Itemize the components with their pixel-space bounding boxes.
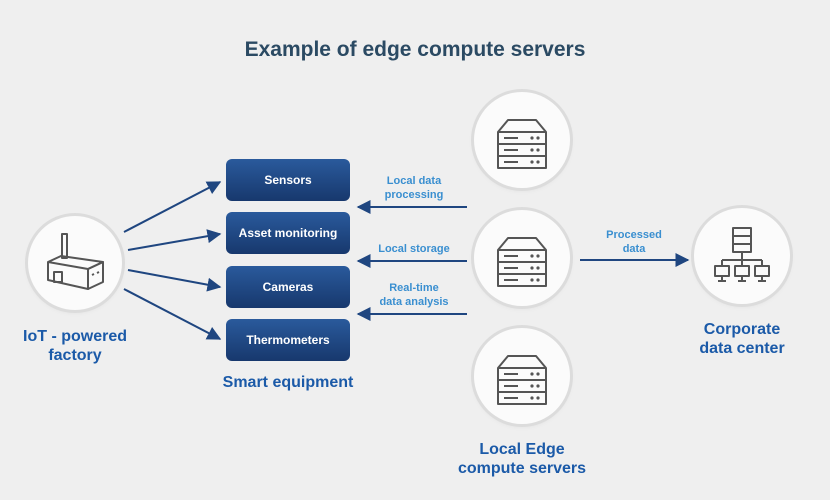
arrow-factory-thermometers	[123, 288, 222, 340]
factory-icon	[47, 233, 104, 290]
arrow-factory-asset	[127, 229, 222, 251]
edge-servers-label-line2: compute servers	[457, 460, 587, 477]
datacenter-node	[694, 208, 790, 304]
thermometers-box: Thermometers	[226, 319, 350, 361]
factory-label-line1: IoT - powered	[23, 328, 127, 345]
server-icon	[497, 355, 547, 405]
arrow-factory-cameras	[127, 269, 222, 292]
edge-server-middle	[474, 210, 570, 306]
diagram-title: Example of edge compute servers	[244, 38, 586, 61]
smart-equipment-label: Smart equipment	[222, 374, 354, 391]
processed-data-label: Processed data	[606, 229, 662, 255]
factory-label: IoT - powered factory	[0, 327, 150, 365]
arrow-factory-sensors	[123, 181, 222, 233]
sensors-box: Sensors	[226, 159, 350, 201]
factory-label-line2: factory	[48, 347, 102, 364]
factory-node	[28, 216, 122, 310]
network-server-icon	[714, 227, 770, 282]
edge-servers-label-line1: Local Edge	[479, 441, 565, 458]
datacenter-label-line2: data center	[699, 340, 785, 357]
server-icon	[497, 237, 547, 287]
realtime-label: Real-time data analysis	[379, 282, 449, 308]
datacenter-label-line1: Corporate	[703, 321, 781, 338]
local-processing-label: Local data processing	[384, 175, 444, 201]
edge-server-top	[474, 92, 570, 188]
cameras-box: Cameras	[226, 266, 350, 308]
edge-servers-label: Local Edge compute servers	[432, 440, 612, 478]
local-storage-label: Local storage	[378, 243, 450, 255]
edge-server-bottom	[474, 328, 570, 424]
datacenter-label: Corporate data center	[662, 320, 822, 358]
asset-monitoring-box: Asset monitoring	[226, 212, 350, 254]
server-icon	[497, 119, 547, 169]
